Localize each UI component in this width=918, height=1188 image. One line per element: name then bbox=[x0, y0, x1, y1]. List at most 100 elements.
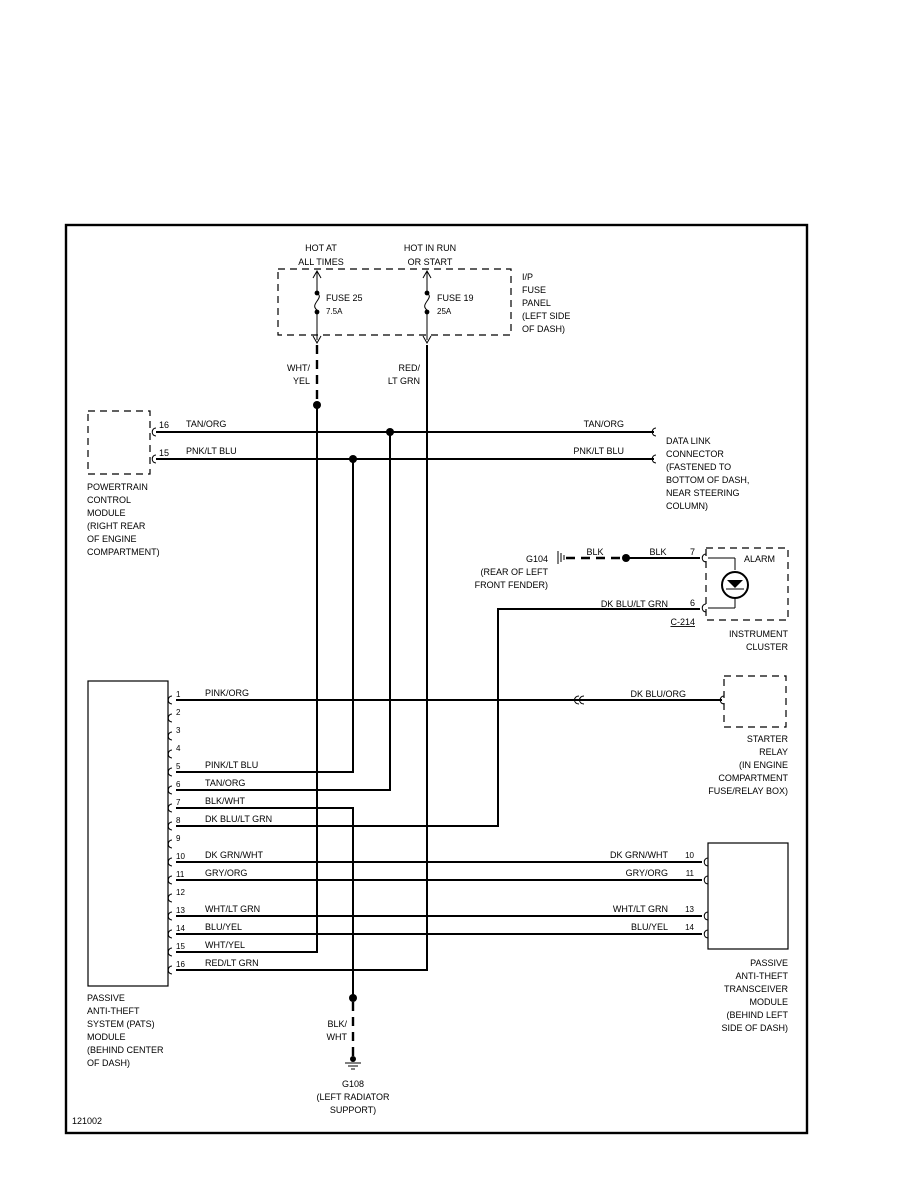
wire-wht-yel bbox=[176, 406, 318, 953]
pats-pin-number: 2 bbox=[176, 708, 181, 717]
pats-pin-wire-label: TAN/ORG bbox=[205, 778, 245, 788]
transceiver-label-3: TRANSCEIVER bbox=[724, 984, 789, 994]
starter-relay-label-1: STARTER bbox=[747, 734, 789, 744]
fuse-panel-label-3: PANEL bbox=[522, 298, 551, 308]
g108-wire-1: BLK/ bbox=[327, 1019, 347, 1029]
dlc-label-3: (FASTENED TO bbox=[666, 462, 731, 472]
pats-pin-row: 9 bbox=[167, 834, 181, 849]
pats-pin-wire-label: BLU/YEL bbox=[205, 922, 242, 932]
transceiver-pin-row: 13 WHT/LT GRN bbox=[613, 904, 709, 921]
fuse-panel-label-2: FUSE bbox=[522, 285, 546, 295]
fuse-25-name: FUSE 25 bbox=[326, 293, 363, 303]
dlc-label-2: CONNECTOR bbox=[666, 449, 724, 459]
wire-pink-ltblu-pats bbox=[176, 459, 354, 773]
pats-label-4: MODULE bbox=[87, 1032, 126, 1042]
transceiver-pin-terminal bbox=[703, 857, 709, 867]
pats-pin-row: 3 bbox=[167, 726, 181, 741]
transceiver-pin-wire-label: DK GRN/WHT bbox=[610, 850, 668, 860]
fuse-19-name: FUSE 19 bbox=[437, 293, 474, 303]
transceiver-label-5: (BEHIND LEFT bbox=[726, 1010, 788, 1020]
pats-pin-terminal bbox=[167, 893, 173, 903]
transceiver-pin-terminal bbox=[703, 875, 709, 885]
instrument-cluster: 7 6 ALARM DK BLU/LT GRN C-214 INSTRUMENT… bbox=[601, 547, 789, 652]
g108-name: G108 bbox=[342, 1079, 364, 1089]
pcm-label-2: CONTROL bbox=[87, 495, 131, 505]
pcm-pin-16: 16 bbox=[159, 420, 169, 430]
pats-pin-terminal bbox=[167, 749, 173, 759]
transceiver-label-1: PASSIVE bbox=[750, 958, 788, 968]
pats-pin-number: 4 bbox=[176, 744, 181, 753]
pcm-label-6: COMPARTMENT) bbox=[87, 547, 160, 557]
pats-pin-wire-label: WHT/YEL bbox=[205, 940, 245, 950]
pats-pin-wire-label: GRY/ORG bbox=[205, 868, 247, 878]
pats-pin-wire-label: DK BLU/LT GRN bbox=[205, 814, 272, 824]
pats-pin-terminal bbox=[167, 821, 173, 831]
transceiver-pin-number: 13 bbox=[685, 905, 694, 914]
pats-pin-number: 9 bbox=[176, 834, 181, 843]
pats-pin-number: 14 bbox=[176, 924, 185, 933]
feed-left-line1: HOT AT bbox=[305, 243, 337, 253]
fuse-panel-label-4: (LEFT SIDE bbox=[522, 311, 570, 321]
cluster-label-2: CLUSTER bbox=[746, 642, 789, 652]
pcm-label-5: OF ENGINE bbox=[87, 534, 137, 544]
wire-tan-org-pats bbox=[176, 432, 391, 791]
pcm-label-3: MODULE bbox=[87, 508, 126, 518]
g108-location-2: SUPPORT) bbox=[330, 1105, 376, 1115]
splice-wht-yel bbox=[313, 401, 321, 409]
wire-label-red-ltgrn-2: LT GRN bbox=[388, 376, 420, 386]
pats-pin-wire-label: PINK/LT BLU bbox=[205, 760, 258, 770]
pcm-label-1: POWERTRAIN bbox=[87, 482, 148, 492]
pats-pin-terminal bbox=[167, 713, 173, 723]
pcm-wire-15: PNK/LT BLU bbox=[186, 446, 237, 456]
transceiver-label-4: MODULE bbox=[749, 997, 788, 1007]
pats-pin-terminal bbox=[167, 803, 173, 813]
pats-pin-terminal bbox=[167, 731, 173, 741]
pats-pin-terminal bbox=[167, 911, 173, 921]
transceiver-pin-number: 10 bbox=[685, 851, 694, 860]
transceiver-pin-row: 10 DK GRN/WHT bbox=[610, 850, 709, 867]
pats-label-5: (BEHIND CENTER bbox=[87, 1045, 164, 1055]
fuse-panel-label-5: OF DASH) bbox=[522, 324, 565, 334]
pats-label-3: SYSTEM (PATS) bbox=[87, 1019, 155, 1029]
transceiver-pin-terminal bbox=[703, 929, 709, 939]
pats-pin-number: 5 bbox=[176, 762, 181, 771]
fuse-25: FUSE 25 7.5A bbox=[312, 269, 363, 345]
cluster-box bbox=[705, 547, 789, 621]
pats-pin-number: 12 bbox=[176, 888, 185, 897]
transceiver-pin-wire-label: WHT/LT GRN bbox=[613, 904, 668, 914]
wire-label-wht-yel-2: YEL bbox=[293, 376, 310, 386]
pcm-pin-15: 15 bbox=[159, 448, 169, 458]
transceiver-box bbox=[707, 842, 789, 950]
cluster-connector: C-214 bbox=[670, 617, 695, 627]
pats-pin-number: 11 bbox=[176, 870, 185, 879]
pcm-wire-16: TAN/ORG bbox=[186, 419, 226, 429]
pats-pin-row: 4 bbox=[167, 744, 181, 759]
pats-pin-number: 1 bbox=[176, 690, 181, 699]
pats-pin-terminal bbox=[167, 965, 173, 975]
pats-pin-terminal bbox=[167, 929, 173, 939]
ground-g104: G104 (REAR OF LEFT FRONT FENDER) BLK BLK bbox=[475, 547, 667, 590]
transceiver-pin-number: 14 bbox=[685, 923, 694, 932]
diagram-id: 121002 bbox=[72, 1116, 102, 1126]
dlc-label-1: DATA LINK bbox=[666, 436, 711, 446]
pats-pin-terminal bbox=[167, 875, 173, 885]
starter-relay-box bbox=[723, 675, 787, 728]
g108-wire-2: WHT bbox=[327, 1032, 348, 1042]
transceiver-pin-wire-label: BLU/YEL bbox=[631, 922, 668, 932]
dlc-label-4: BOTTOM OF DASH, bbox=[666, 475, 749, 485]
fuse-panel-label-1: I/P bbox=[522, 272, 533, 282]
pats-pin-number: 13 bbox=[176, 906, 185, 915]
pats-pin-row: 11 GRY/ORG bbox=[167, 868, 247, 885]
starter-relay-label-5: FUSE/RELAY BOX) bbox=[708, 786, 788, 796]
pats-pin-row: 12 bbox=[167, 888, 185, 903]
g104-location-2: FRONT FENDER) bbox=[475, 580, 548, 590]
cluster-label-1: INSTRUMENT bbox=[729, 629, 788, 639]
